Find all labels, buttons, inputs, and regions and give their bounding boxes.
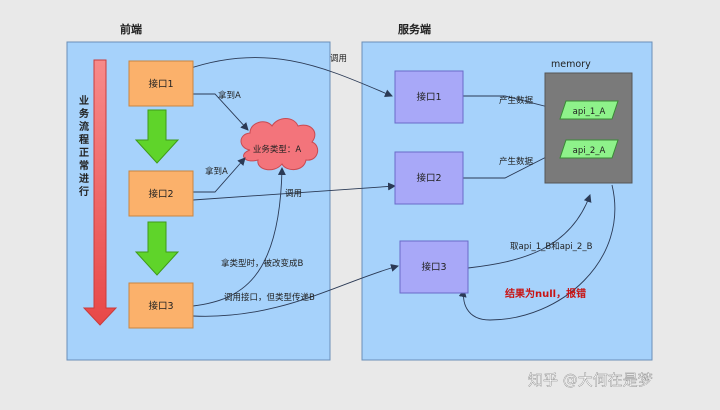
flow-label-char: 流 xyxy=(79,120,89,133)
frontend-title: 前端 xyxy=(120,22,142,36)
edge-call-1 xyxy=(184,57,393,97)
edge-label-fetch: 取api_1_B和api_2_B xyxy=(510,242,593,252)
flow-label-char: 程 xyxy=(79,133,89,146)
frontend-api-3-box: 接口3 xyxy=(128,282,194,329)
watermark: 知乎 @大何在是梦 xyxy=(528,371,653,389)
edge-label-changed: 拿类型时，被改变成B xyxy=(221,258,304,269)
edge-get-a-2 xyxy=(193,157,246,193)
memory-item-2-label: api_2_A xyxy=(573,146,606,156)
flow-label-char: 进 xyxy=(79,172,89,185)
edge-produce-2 xyxy=(463,149,561,179)
edge-label-produce-2: 产生数据 xyxy=(499,156,534,167)
edge-label-produce-1: 产生数据 xyxy=(499,95,534,106)
memory-block: memory api_1_A api_2_A xyxy=(544,59,633,184)
frontend-api-2-box: 接口2 xyxy=(128,170,194,217)
edge-call-3 xyxy=(192,264,399,317)
cloud-label: 业务类型：A xyxy=(253,144,302,155)
server-api-2-box: 接口2 xyxy=(394,151,464,205)
server-api-2-label: 接口2 xyxy=(416,172,441,184)
memory-item-1-label: api_1_A xyxy=(573,107,606,117)
frontend-panel xyxy=(66,41,331,361)
edge-label-call-1: 调用 xyxy=(330,54,347,64)
flow-label-char: 务 xyxy=(79,107,90,120)
memory-item-2: api_2_A xyxy=(559,139,619,159)
server-api-3-box: 接口3 xyxy=(399,240,469,294)
flow-label-char: 常 xyxy=(79,159,89,172)
error-label: 结果为null，报错 xyxy=(505,287,586,300)
flow-label-char: 业 xyxy=(79,94,89,107)
edge-fetch xyxy=(467,194,592,269)
edge-get-a-1 xyxy=(193,93,249,131)
edge-label-call-3: 调用接口，但类型传递B xyxy=(224,292,315,303)
frontend-api-2-label: 接口2 xyxy=(148,188,173,200)
edge-produce-1 xyxy=(463,95,561,113)
frontend-api-3-label: 接口3 xyxy=(148,300,173,312)
frontend-api-1-label: 接口1 xyxy=(148,78,173,90)
edge-label-get-a-1: 拿到A xyxy=(218,90,241,101)
step-arrow-1 xyxy=(134,109,180,164)
server-title: 服务端 xyxy=(398,22,431,36)
memory-title: memory xyxy=(551,59,591,70)
edge-label-call-2: 调用 xyxy=(285,189,302,199)
flow-arrow xyxy=(82,59,118,326)
edge-label-get-a-2: 拿到A xyxy=(205,166,228,177)
flow-label-char: 正 xyxy=(79,147,89,159)
flow-label: 业 务 流 程 正 常 进 行 xyxy=(78,94,90,198)
server-api-1-box: 接口1 xyxy=(394,70,464,124)
server-api-1-label: 接口1 xyxy=(416,91,441,103)
server-api-3-label: 接口3 xyxy=(421,261,446,273)
edge-call-2 xyxy=(192,182,396,201)
memory-item-1: api_1_A xyxy=(559,100,619,120)
business-type-cloud: 业务类型：A xyxy=(240,118,319,171)
frontend-api-1-box: 接口1 xyxy=(128,60,194,107)
step-arrow-2 xyxy=(134,221,180,276)
edge-changed xyxy=(192,167,286,307)
flow-label-char: 行 xyxy=(78,185,89,198)
edge-error xyxy=(458,184,616,321)
